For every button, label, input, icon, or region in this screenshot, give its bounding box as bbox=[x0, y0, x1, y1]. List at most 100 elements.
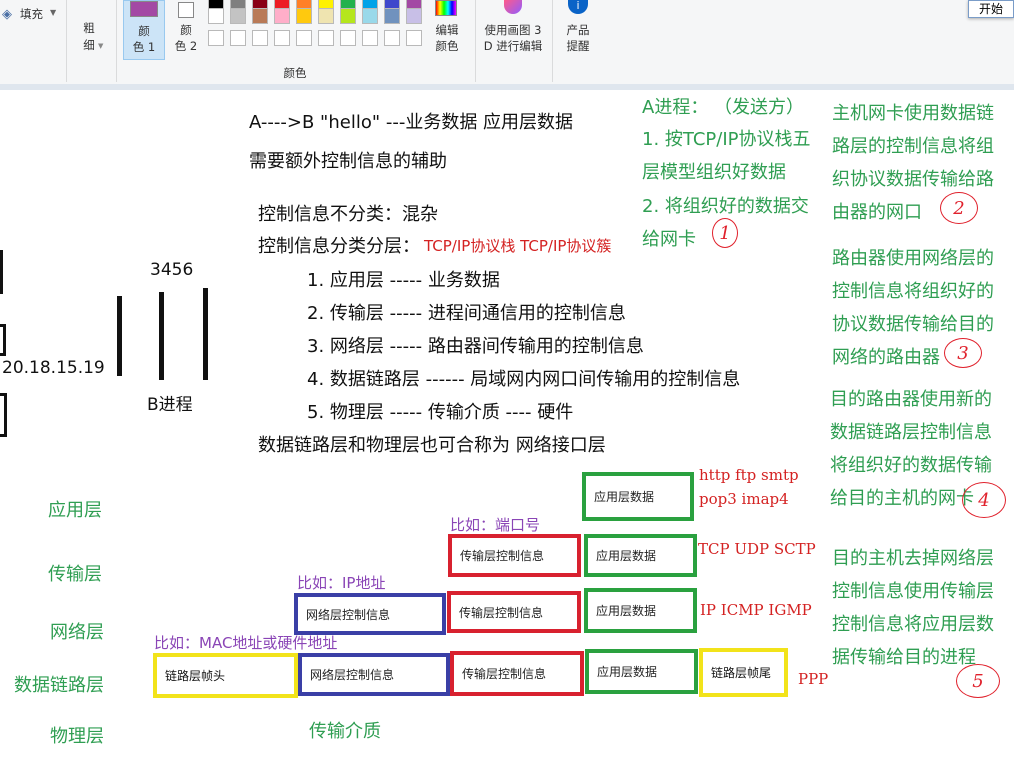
color1-swatch bbox=[130, 1, 158, 17]
side-layer-network: 网络层 bbox=[50, 622, 104, 643]
app-data-box-4: 应用层数据 bbox=[585, 649, 698, 694]
right-b1-1: 主机网卡使用数据链 bbox=[832, 103, 994, 124]
info-icon: i bbox=[568, 0, 588, 14]
app-data-box-1: 应用层数据 bbox=[582, 472, 694, 521]
size-button[interactable]: 粗 细 ▼ bbox=[78, 20, 104, 56]
layer-line-4: 4. 数据链路层 ------ 局域网内网口间传输用的控制信息 bbox=[307, 369, 741, 390]
a-process-title: A进程： （发送方） bbox=[642, 97, 805, 118]
layer-line-3: 3. 网络层 ----- 路由器间传输用的控制信息 bbox=[307, 336, 644, 357]
circled-number-5: 5 bbox=[956, 664, 1000, 698]
transport-ctrl-box-1: 传输层控制信息 bbox=[448, 534, 581, 577]
palette-swatch[interactable] bbox=[230, 8, 246, 24]
example-port: 比如：端口号 bbox=[450, 516, 541, 534]
color1-label-2: 色 1 bbox=[132, 40, 156, 54]
process-label: B进程 bbox=[147, 395, 193, 415]
network-ctrl-box-1: 网络层控制信息 bbox=[294, 593, 446, 635]
right-b4-1: 目的主机去掉网络层 bbox=[832, 548, 994, 569]
edit-colors-icon bbox=[435, 0, 457, 16]
palette-swatch-empty[interactable] bbox=[318, 30, 334, 46]
note-line-2: 需要额外控制信息的辅助 bbox=[249, 151, 447, 172]
proto-app-2: pop3 imap4 bbox=[699, 490, 789, 508]
drawing-canvas[interactable]: A---->B "hello" ---业务数据 应用层数据 需要额外控制信息的辅… bbox=[0, 90, 1014, 770]
bar-4 bbox=[203, 288, 208, 380]
palette-swatch[interactable] bbox=[252, 8, 268, 24]
note-line-4: 控制信息分类分层： bbox=[258, 236, 420, 257]
start-button[interactable]: 开始 bbox=[968, 0, 1014, 18]
network-ctrl-box-2: 网络层控制信息 bbox=[298, 653, 450, 696]
color2-button[interactable]: 颜 色 2 bbox=[168, 0, 204, 60]
color2-swatch bbox=[178, 2, 194, 18]
edit-colors-button[interactable]: 编辑 颜色 bbox=[432, 0, 462, 60]
edit-colors-label-2: 颜色 bbox=[435, 39, 459, 53]
palette-swatch-empty[interactable] bbox=[252, 30, 268, 46]
box-frag-1 bbox=[0, 324, 6, 356]
palette-swatch[interactable] bbox=[362, 8, 378, 24]
example-mac: 比如：MAC地址或硬件地址 bbox=[154, 634, 338, 652]
right-b4-4: 据传输给目的进程 bbox=[832, 647, 976, 668]
circled-number-4: 4 bbox=[962, 482, 1006, 518]
right-b3-2: 数据链路层控制信息 bbox=[830, 422, 992, 443]
transport-ctrl-box-3: 传输层控制信息 bbox=[450, 651, 584, 696]
bar-2 bbox=[117, 296, 122, 376]
palette-swatch-empty[interactable] bbox=[296, 30, 312, 46]
layer-line-2: 2. 传输层 ----- 进程间通信用的控制信息 bbox=[307, 303, 626, 324]
canvas-border bbox=[0, 84, 1014, 90]
fill-icon: ◈ bbox=[2, 7, 12, 22]
palette-swatch[interactable] bbox=[208, 8, 224, 24]
note-line-4-red: TCP/IP协议栈 TCP/IP协议簇 bbox=[424, 237, 612, 255]
circled-number-1: 1 bbox=[712, 218, 738, 248]
palette-swatch-empty[interactable] bbox=[340, 30, 356, 46]
fill-button[interactable]: ◈ 填充 ▼ bbox=[2, 6, 60, 26]
side-layer-app: 应用层 bbox=[48, 500, 102, 521]
box-frag-2 bbox=[0, 393, 7, 437]
side-layer-datalink: 数据链路层 bbox=[14, 675, 104, 696]
circled-number-2: 2 bbox=[940, 192, 978, 224]
a-process-step2b: 给网卡 bbox=[642, 229, 696, 250]
a-process-step2a: 2. 将组织好的数据交 bbox=[642, 196, 809, 217]
proto-app-1: http ftp smtp bbox=[699, 466, 799, 484]
right-b2-3: 协议数据传输给目的 bbox=[832, 314, 994, 335]
paint3d-label-2: D 进行编辑 bbox=[483, 39, 543, 53]
app-data-box-2: 应用层数据 bbox=[584, 534, 697, 577]
color2-label-2: 色 2 bbox=[174, 39, 198, 53]
fill-label: 填充 bbox=[20, 7, 43, 21]
color2-label: 颜 bbox=[180, 23, 192, 37]
transmission-medium: 传输介质 bbox=[309, 721, 381, 742]
palette-swatch-empty[interactable] bbox=[274, 30, 290, 46]
bar-3 bbox=[159, 292, 164, 380]
paint-ribbon: ◈ 填充 ▼ 粗 细 ▼ 颜 色 1 颜 色 2 编辑 颜色 使用画图 3 D … bbox=[0, 0, 1014, 85]
app-data-box-3: 应用层数据 bbox=[584, 588, 697, 633]
color-palette bbox=[208, 0, 430, 50]
palette-swatch-empty[interactable] bbox=[406, 30, 422, 46]
palette-swatch-empty[interactable] bbox=[208, 30, 224, 46]
link-tail-box: 链路层帧尾 bbox=[699, 648, 788, 697]
chevron-down-icon: ▼ bbox=[50, 8, 57, 17]
layer-line-5: 5. 物理层 ----- 传输介质 ---- 硬件 bbox=[307, 402, 574, 423]
edit-colors-label: 编辑 bbox=[435, 23, 459, 37]
palette-swatch[interactable] bbox=[318, 8, 334, 24]
color1-button[interactable]: 颜 色 1 bbox=[123, 0, 165, 60]
note-line-1: A---->B "hello" ---业务数据 应用层数据 bbox=[249, 112, 574, 133]
palette-swatch-empty[interactable] bbox=[362, 30, 378, 46]
product-alert-label: 产品 bbox=[566, 23, 590, 37]
product-alert-button[interactable]: i 产品 提醒 bbox=[558, 0, 598, 60]
circled-number-3: 3 bbox=[944, 338, 982, 368]
right-b4-3: 控制信息将应用层数 bbox=[832, 614, 994, 635]
side-layer-physical: 物理层 bbox=[50, 726, 104, 747]
paint3d-icon bbox=[504, 0, 522, 14]
palette-swatch[interactable] bbox=[296, 8, 312, 24]
palette-swatch[interactable] bbox=[384, 8, 400, 24]
palette-swatch-empty[interactable] bbox=[384, 30, 400, 46]
palette-swatch[interactable] bbox=[340, 8, 356, 24]
example-ip: 比如：IP地址 bbox=[297, 574, 386, 592]
paint3d-button[interactable]: 使用画图 3 D 进行编辑 bbox=[480, 0, 546, 60]
right-b3-3: 将组织好的数据传输 bbox=[830, 455, 992, 476]
link-head-box: 链路层帧头 bbox=[153, 653, 298, 698]
palette-swatch[interactable] bbox=[406, 8, 422, 24]
a-process-step1a: 1. 按TCP/IP协议栈五 bbox=[642, 129, 811, 150]
palette-swatch-empty[interactable] bbox=[230, 30, 246, 46]
color1-label: 颜 bbox=[138, 24, 150, 38]
palette-swatch[interactable] bbox=[274, 8, 290, 24]
note-line-last: 数据链路层和物理层也可合称为 网络接口层 bbox=[258, 435, 606, 456]
right-b1-2: 路层的控制信息将组 bbox=[832, 136, 994, 157]
